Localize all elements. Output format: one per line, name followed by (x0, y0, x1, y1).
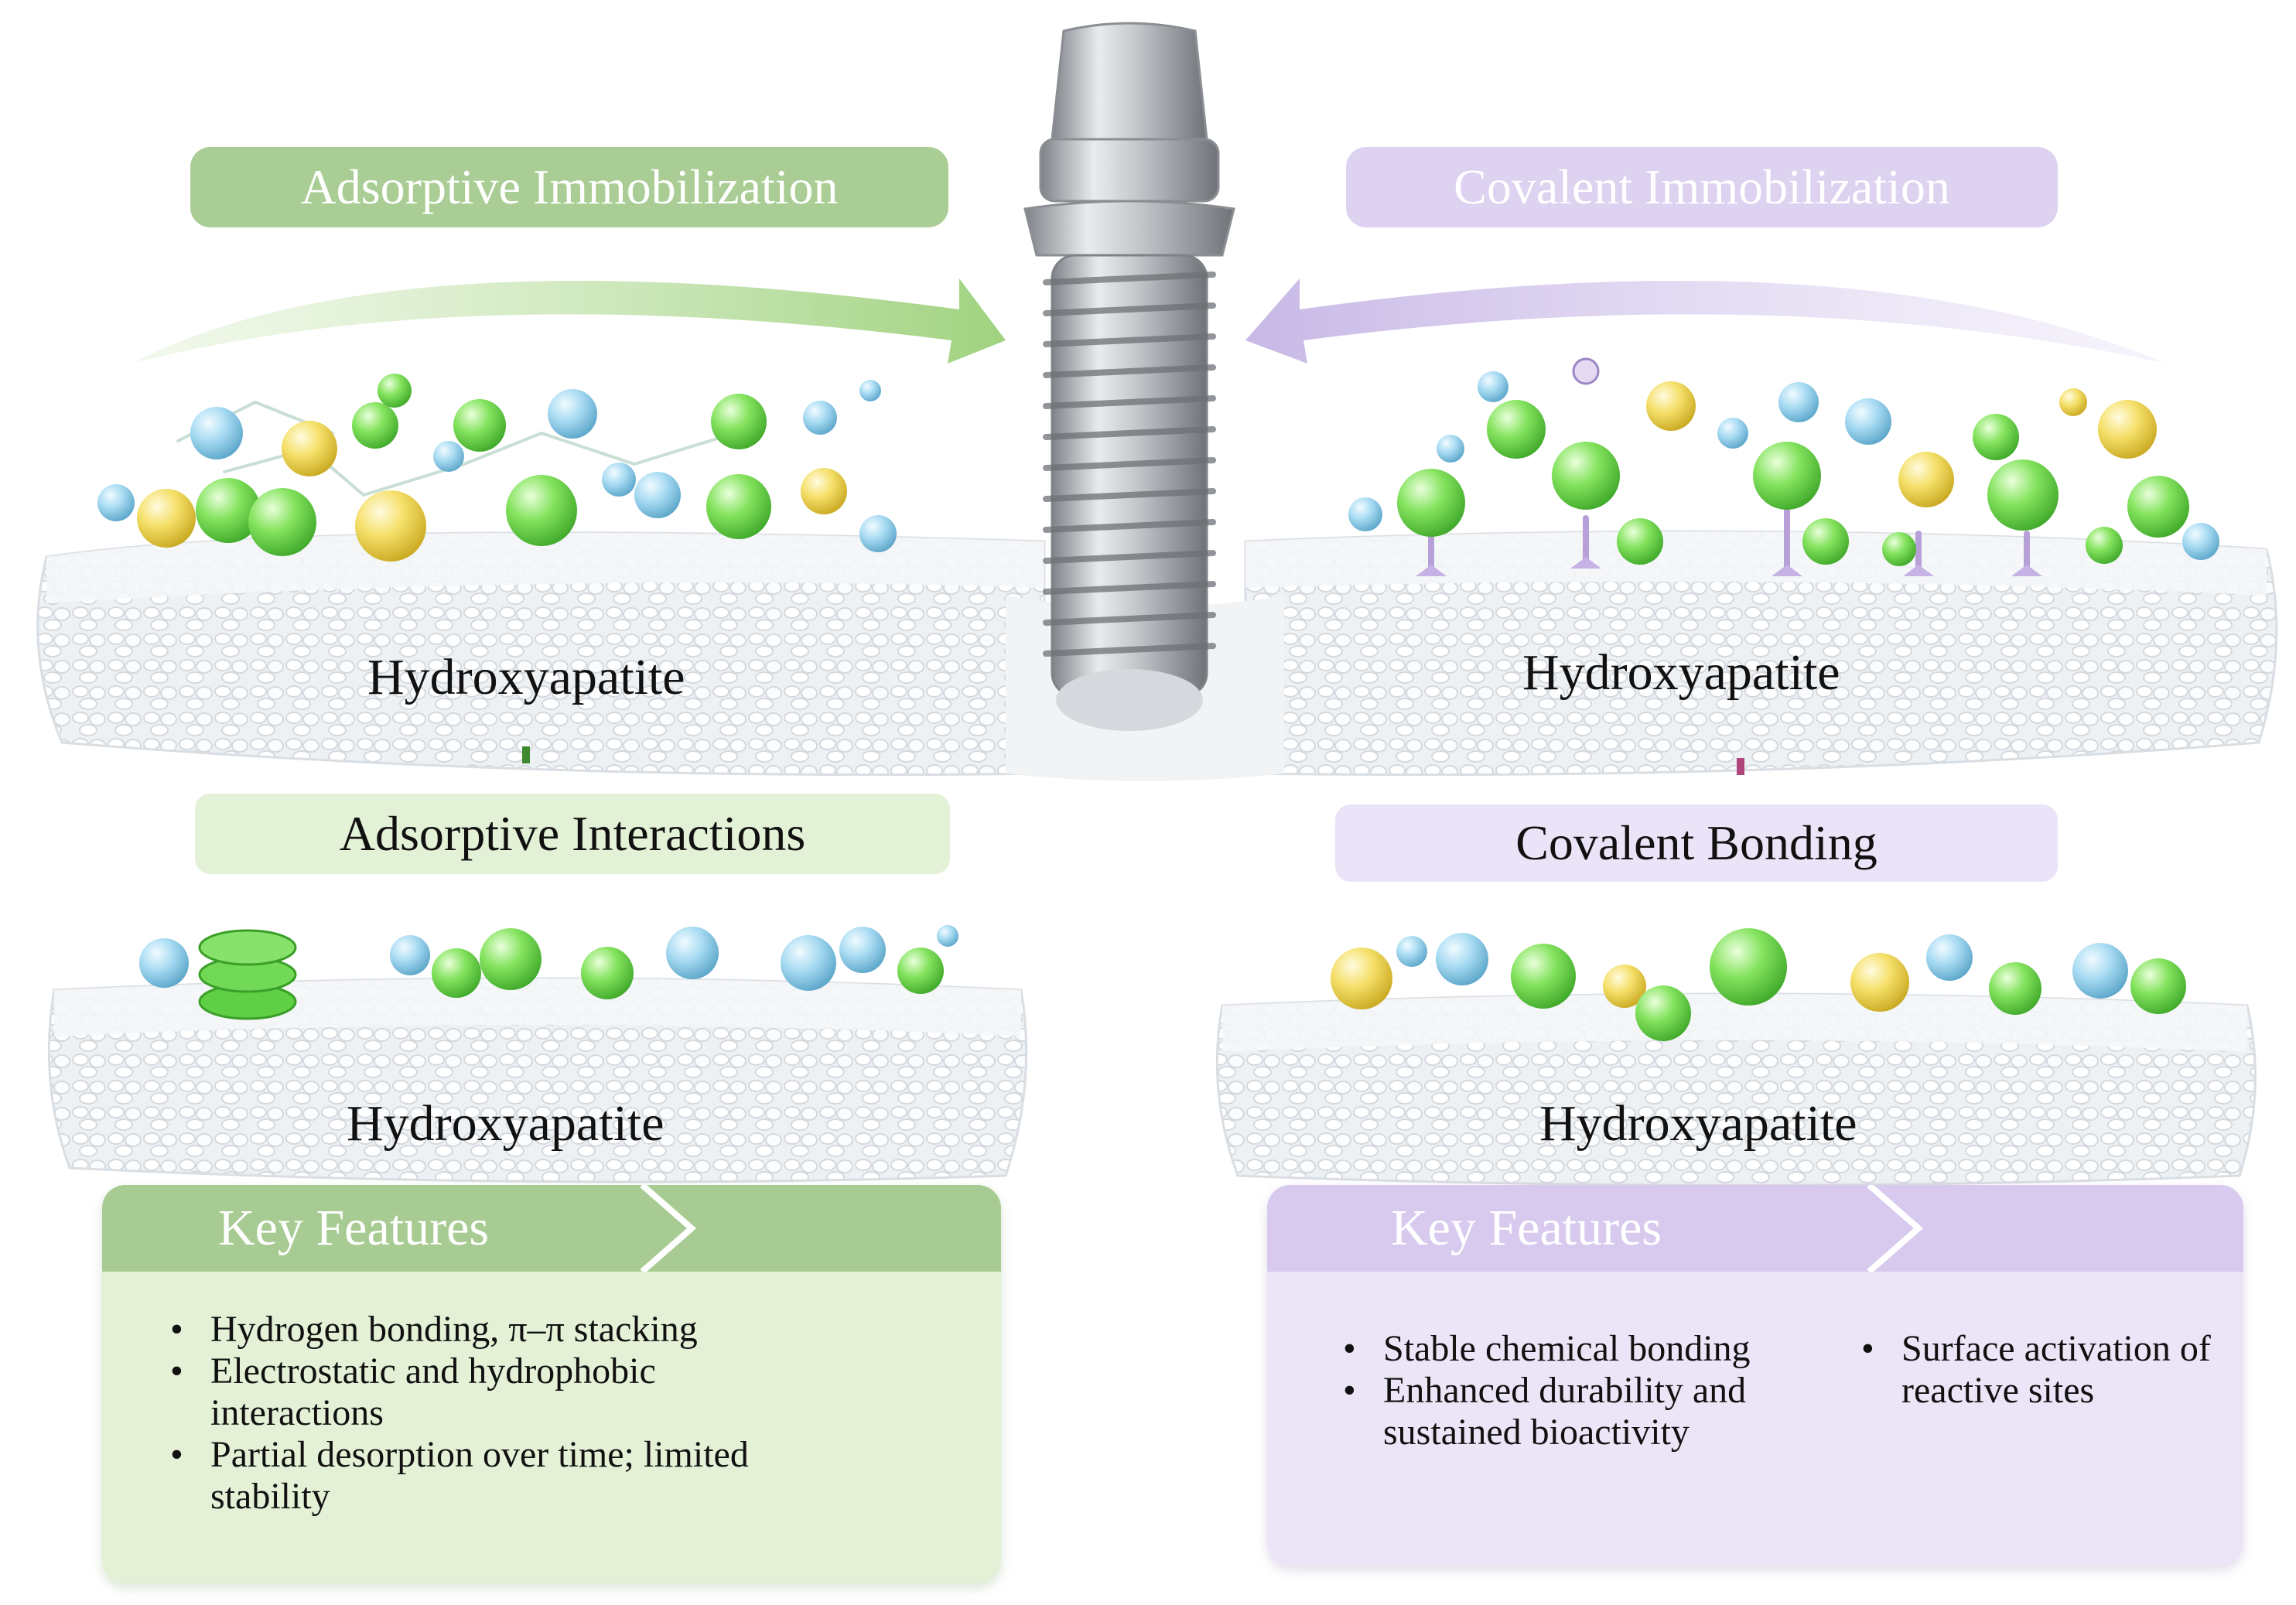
substrate-label-covalent-bottom: Hydroxyapatite (1539, 1095, 1857, 1152)
adsorptive-title: Adsorptive Immobilization (300, 159, 839, 214)
arrow-covalent-icon (1245, 278, 2166, 364)
covalent-title-banner: Covalent Immobilization (1346, 147, 2058, 227)
chevron-right-icon (640, 1185, 697, 1272)
feature-list-covalent-col2: Surface activation of reactive sites (1855, 1328, 2219, 1412)
key-features-title-adsorptive: Key Features (218, 1200, 490, 1256)
covalent-subtitle: Covalent Bonding (1515, 815, 1877, 870)
arrow-adsorptive-icon (132, 278, 1006, 364)
key-features-title-covalent: Key Features (1391, 1200, 1662, 1256)
key-features-header-adsorptive: Key Features (102, 1185, 1001, 1272)
key-features-header-covalent: Key Features (1267, 1185, 2243, 1272)
substrate-label-adsorptive-bottom: Hydroxyapatite (347, 1095, 665, 1152)
feature-item: Stable chemical bonding (1337, 1328, 1816, 1370)
substrate-label-adsorptive-top: Hydroxyapatite (367, 649, 685, 705)
adsorptive-subtitle: Adsorptive Interactions (339, 806, 806, 861)
feature-item: Enhanced durability and sustained bioact… (1337, 1370, 1816, 1453)
bone-slab-adsorptive-bottom-icon (47, 977, 1028, 1183)
feature-list-covalent-col1: Stable chemical bonding Enhanced durabil… (1337, 1328, 1816, 1453)
covalent-title: Covalent Immobilization (1454, 159, 1950, 214)
adsorptive-interactions-label: Adsorptive Interactions (195, 794, 950, 874)
chevron-right-icon (1867, 1185, 1924, 1272)
molecule-cluster-covalent-top (1348, 357, 2219, 576)
molecule-cluster-adsorptive-top (97, 374, 897, 562)
feature-list-adsorptive: Hydrogen bonding, π–π stacking Electrost… (164, 1309, 829, 1518)
dental-implant-icon (1023, 22, 1235, 731)
key-features-panel-adsorptive: Key Features Hydrogen bonding, π–π stack… (102, 1185, 1001, 1583)
key-features-panel-covalent: Key Features Stable chemical bonding Enh… (1267, 1185, 2243, 1566)
covalent-bonding-label: Covalent Bonding (1335, 804, 2058, 882)
feature-item: Hydrogen bonding, π–π stacking (164, 1309, 829, 1351)
feature-item: Electrostatic and hydrophobic interactio… (164, 1351, 798, 1434)
bone-slab-covalent-bottom-icon (1215, 992, 2257, 1187)
feature-item: Surface activation of reactive sites (1855, 1328, 2219, 1412)
molecule-cluster-covalent-bottom (1331, 928, 2186, 1041)
feature-item: Partial desorption over time; limited st… (164, 1434, 798, 1518)
substrate-label-covalent-top: Hydroxyapatite (1522, 644, 1840, 701)
stacked-disc-icon (198, 929, 297, 1020)
molecule-cluster-adsorptive-bottom (139, 925, 958, 1020)
adsorptive-title-banner: Adsorptive Immobilization (190, 147, 948, 227)
